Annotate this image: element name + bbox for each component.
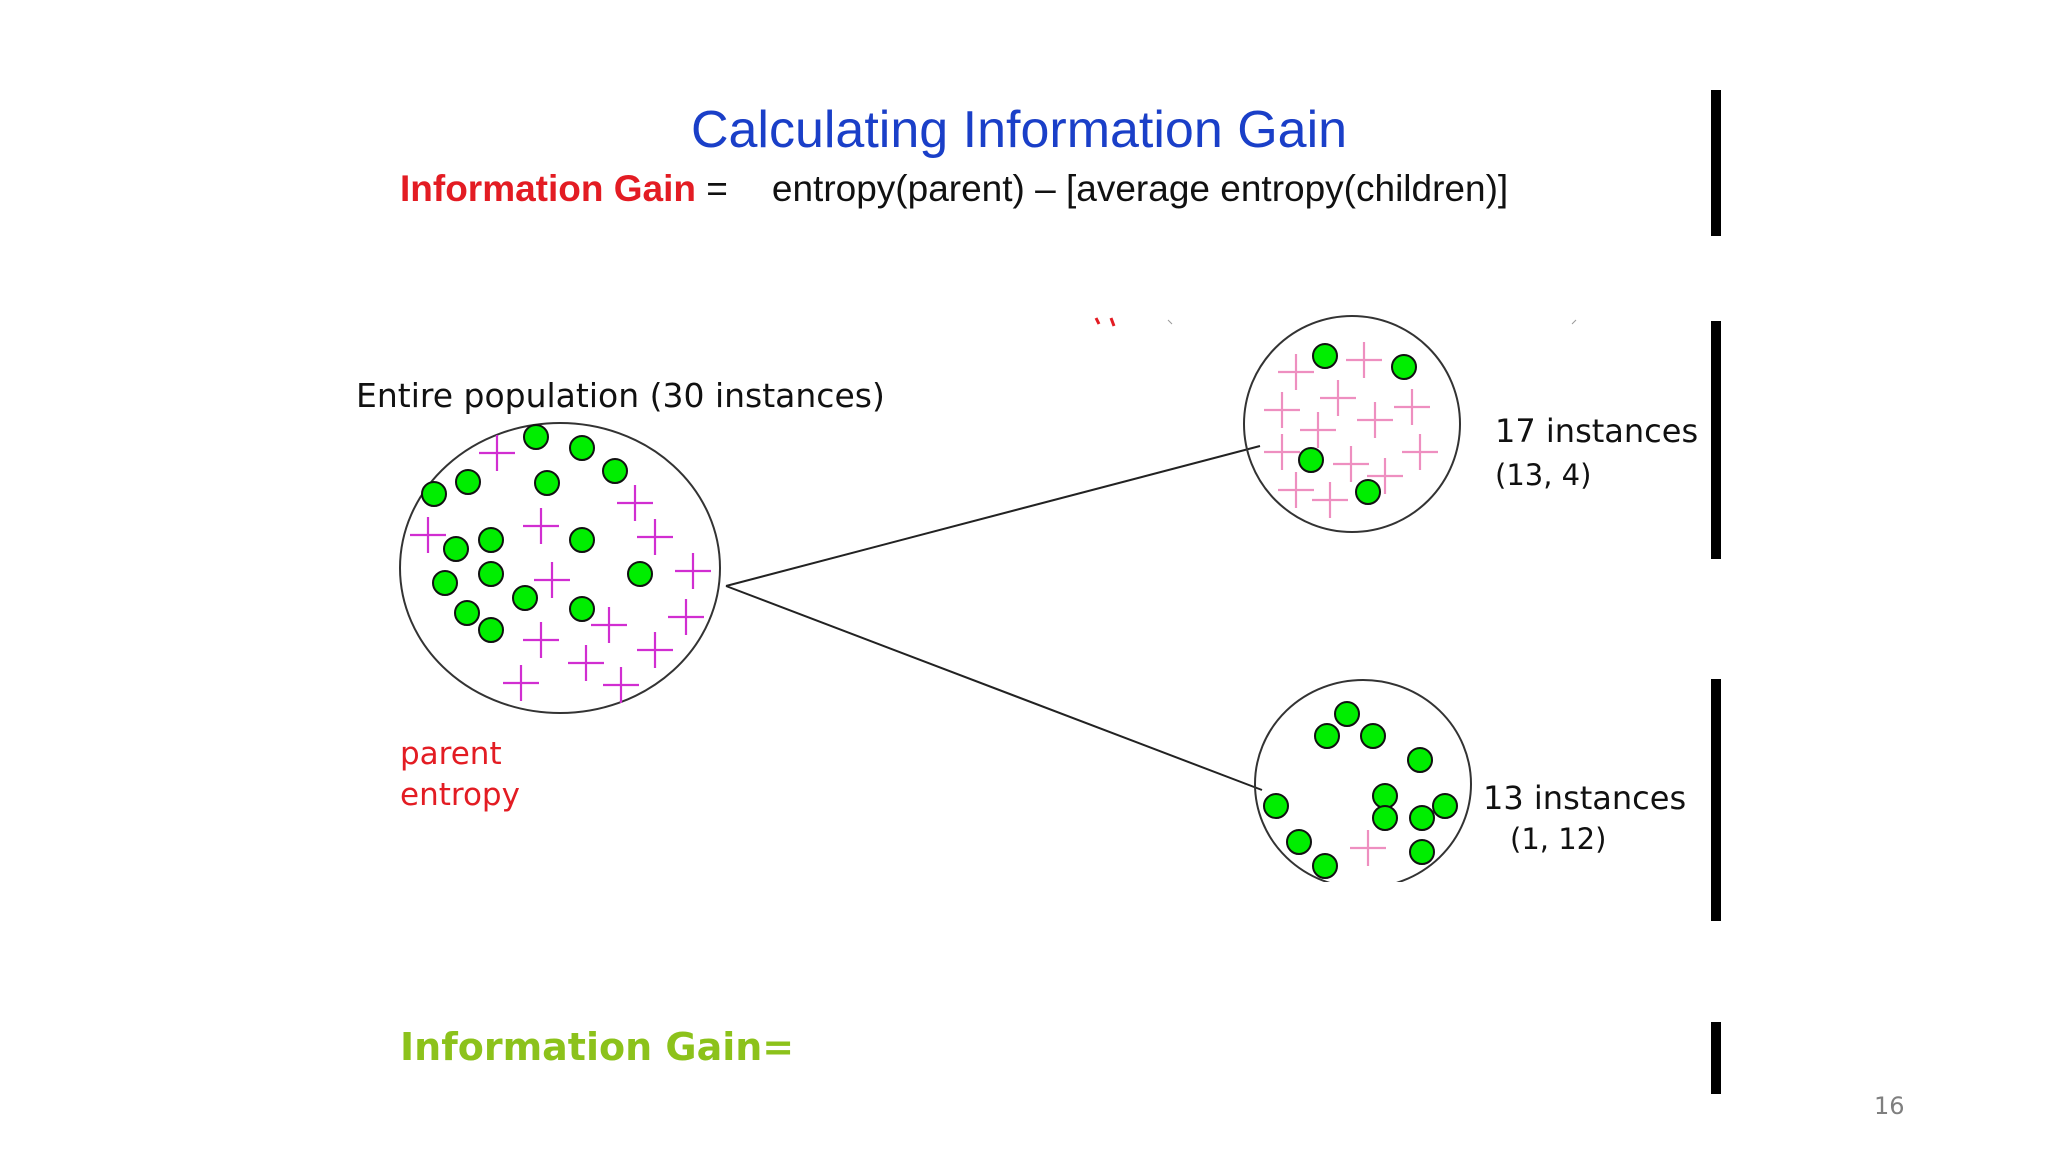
plus-instance — [1312, 482, 1348, 518]
plus-instance — [1264, 434, 1300, 470]
plus-instance — [1320, 380, 1356, 416]
population-label: Entire population (30 instances) — [356, 376, 885, 415]
formula-expression: entropy(parent) – [average entropy(child… — [771, 168, 1509, 209]
green-dot-instance — [1409, 839, 1435, 865]
plus-instance — [675, 553, 711, 589]
green-dot-instance — [478, 561, 504, 587]
green-dot-instance — [569, 435, 595, 461]
slide-number: 16 — [1874, 1092, 1905, 1120]
green-dot-instance — [1314, 723, 1340, 749]
green-dot-instance — [1312, 853, 1338, 879]
child-top-instances: 17 instances — [1495, 412, 1699, 450]
right-bar — [1711, 321, 1721, 559]
green-dot-instance — [454, 600, 480, 626]
parent-entropy-label: parent entropy — [400, 734, 520, 816]
child-bottom-counts: (1, 12) — [1510, 822, 1607, 856]
plus-instance — [1346, 342, 1382, 378]
plus-instance — [1402, 434, 1438, 470]
plus-instance — [479, 435, 515, 471]
child-bottom-instances: 13 instances — [1483, 779, 1687, 817]
plus-instance — [410, 517, 446, 553]
parent-circle — [399, 422, 721, 714]
right-bar — [1711, 679, 1721, 921]
stray-mark — [1571, 319, 1577, 325]
green-dot-instance — [478, 617, 504, 643]
plus-instance — [523, 622, 559, 658]
plus-instance — [1357, 402, 1393, 438]
green-dot-instance — [512, 585, 538, 611]
branch-line-bottom — [725, 585, 1263, 791]
green-dot-instance — [1312, 343, 1338, 369]
plus-instance — [1333, 446, 1369, 482]
child-top-circle — [1243, 315, 1461, 533]
green-dot-instance — [569, 596, 595, 622]
stray-mark — [1094, 317, 1101, 325]
green-dot-instance — [1298, 447, 1324, 473]
plus-instance — [637, 632, 673, 668]
plus-instance — [1264, 392, 1300, 428]
green-dot-instance — [1355, 479, 1381, 505]
plus-instance — [591, 607, 627, 643]
stray-mark — [1109, 317, 1116, 327]
green-dot-instance — [421, 481, 447, 507]
parent-entropy-line2: entropy — [400, 777, 520, 813]
plus-instance — [603, 667, 639, 703]
child-bottom-circle — [1254, 679, 1472, 882]
green-dot-instance — [1360, 723, 1386, 749]
plus-instance — [1367, 458, 1403, 494]
green-dot-instance — [1407, 747, 1433, 773]
green-dot-instance — [523, 424, 549, 450]
formula-lead: Information Gain — [400, 168, 696, 209]
parent-entropy-line1: parent — [400, 736, 502, 772]
formula-equals: = — [696, 168, 728, 209]
stray-mark — [1167, 319, 1173, 325]
plus-instance — [1300, 412, 1336, 448]
plus-instance — [568, 645, 604, 681]
information-gain-result: Information Gain= — [400, 1025, 795, 1069]
child-top-counts: (13, 4) — [1495, 458, 1592, 492]
branch-line-top — [725, 445, 1261, 587]
right-bar — [1711, 90, 1721, 236]
plus-instance — [503, 665, 539, 701]
green-dot-instance — [432, 570, 458, 596]
right-bar — [1711, 1022, 1721, 1094]
green-dot-instance — [1334, 701, 1360, 727]
green-dot-instance — [443, 536, 469, 562]
green-dot-instance — [1263, 793, 1289, 819]
plus-instance — [1394, 389, 1430, 425]
green-dot-instance — [534, 470, 560, 496]
green-dot-instance — [1391, 354, 1417, 380]
green-dot-instance — [627, 561, 653, 587]
plus-instance — [523, 508, 559, 544]
green-dot-instance — [1286, 829, 1312, 855]
plus-instance — [668, 599, 704, 635]
slide-title: Calculating Information Gain — [690, 101, 1348, 159]
green-dot-instance — [1409, 805, 1435, 831]
formula: Information Gain = entropy(parent) – [ave… — [400, 168, 1508, 210]
green-dot-instance — [1372, 805, 1398, 831]
green-dot-instance — [569, 527, 595, 553]
plus-instance — [1350, 830, 1386, 866]
plus-instance — [1278, 354, 1314, 390]
green-dot-instance — [455, 469, 481, 495]
green-dot-instance — [1432, 793, 1458, 819]
plus-instance — [534, 562, 570, 598]
green-dot-instance — [478, 527, 504, 553]
green-dot-instance — [1372, 783, 1398, 809]
plus-instance — [637, 519, 673, 555]
plus-instance — [1278, 472, 1314, 508]
green-dot-instance — [602, 458, 628, 484]
plus-instance — [617, 485, 653, 521]
